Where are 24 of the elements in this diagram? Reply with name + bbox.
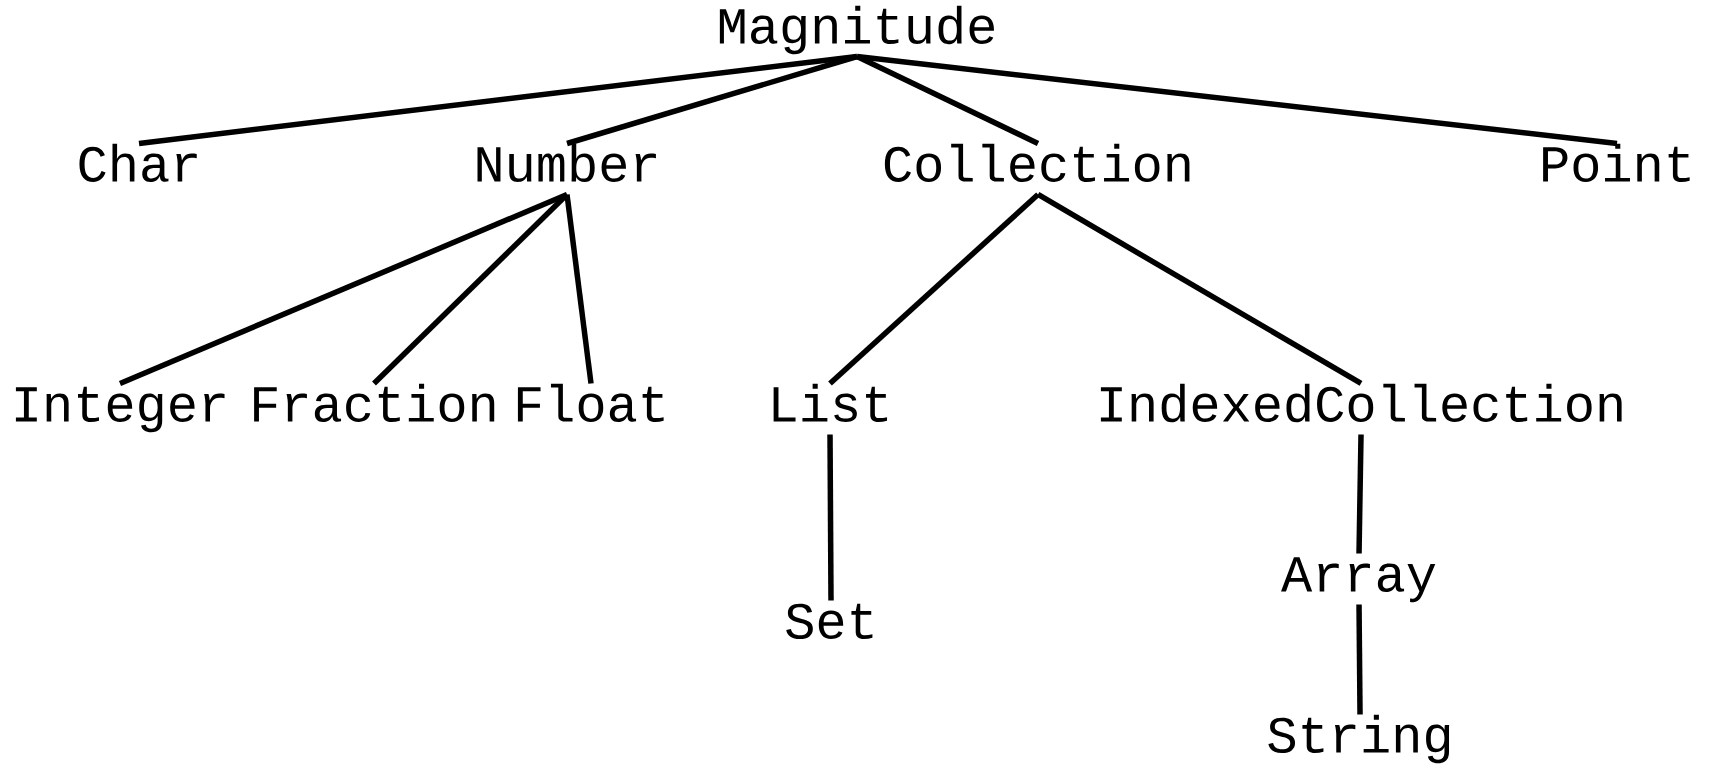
class-label: String <box>1268 714 1450 764</box>
tree-line <box>372 192 569 386</box>
class-label: Array <box>1281 557 1436 603</box>
tree-line <box>138 53 858 147</box>
tree-line <box>1036 192 1363 386</box>
class-label: Integer <box>15 386 225 433</box>
class-label: Point <box>1543 143 1690 182</box>
tree-line <box>856 53 1618 147</box>
tree-line <box>1356 434 1364 554</box>
class-label: Number <box>477 143 656 182</box>
class-label: Float <box>517 383 664 422</box>
class-label: Magnitude <box>719 5 994 55</box>
class-label: Set <box>786 603 873 639</box>
class-label: Char <box>79 143 197 182</box>
class-label: Collection <box>884 143 1190 182</box>
class-label: IndexedCollection <box>1100 383 1622 423</box>
class-label: Fraction <box>254 383 495 422</box>
tree-line <box>564 194 594 384</box>
class-label: List <box>773 383 888 422</box>
tree-line <box>828 192 1040 386</box>
tree-line <box>118 191 569 387</box>
tree-line <box>827 434 834 601</box>
tree-line <box>1356 604 1363 715</box>
tree-line <box>566 53 858 147</box>
